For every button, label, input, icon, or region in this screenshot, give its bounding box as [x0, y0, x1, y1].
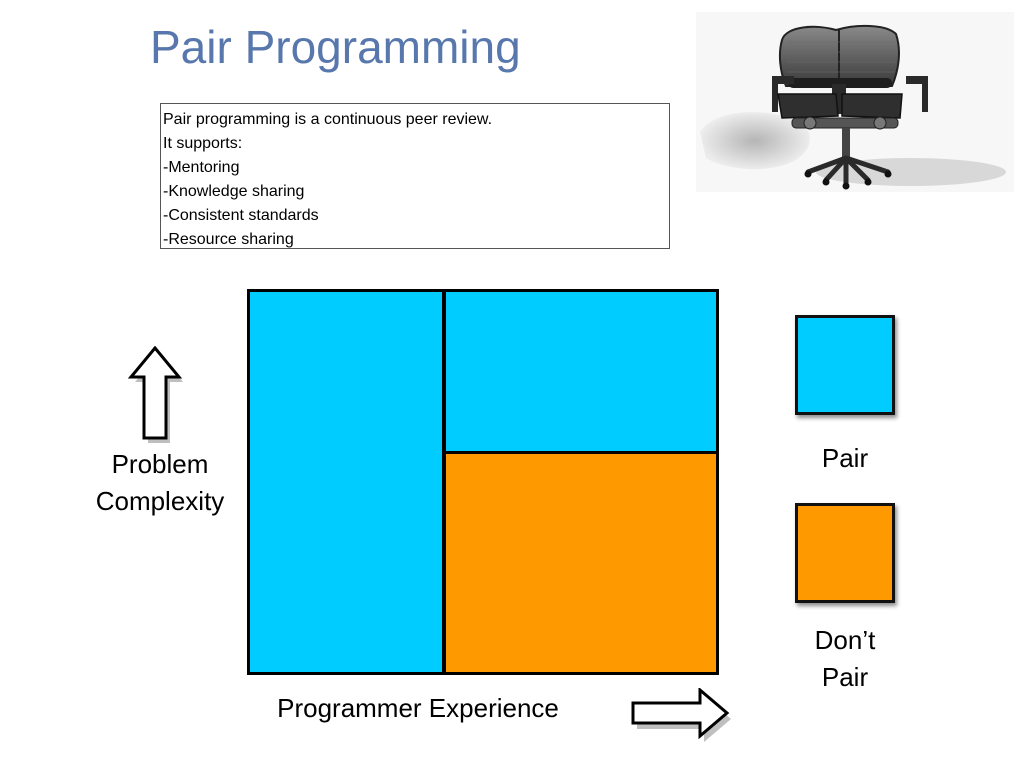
notes-line: -Mentoring: [163, 159, 240, 176]
notes-box: Pair programming is a continuous peer re…: [160, 103, 670, 249]
legend-label-pair: Pair: [821, 443, 869, 473]
legend-label-line: Don’t: [814, 625, 876, 655]
y-axis-label-line: Problem: [111, 449, 209, 479]
region-high-experience-low-complexity-dont-pair: [446, 454, 716, 672]
arrow-up-icon: [127, 346, 183, 443]
decision-quadrant: [247, 289, 719, 675]
notes-line: Pair programming is a continuous peer re…: [163, 111, 493, 128]
legend-label-line: Pair: [821, 662, 869, 692]
notes-line: -Consistent standards: [163, 207, 319, 224]
legend-swatch-dont-pair: [795, 503, 895, 603]
x-axis-label: Programmer Experience: [277, 693, 559, 723]
office-chairs-image: [696, 12, 1014, 192]
y-axis-label: Problem Complexity: [70, 446, 250, 520]
slide-title: Pair Programming: [150, 21, 521, 73]
arrow-right-icon: [631, 688, 731, 742]
notes-line: -Resource sharing: [163, 231, 294, 248]
region-low-experience-pair: [250, 292, 442, 672]
notes-line: It supports:: [163, 135, 243, 152]
notes-line: -Knowledge sharing: [163, 183, 305, 200]
region-high-experience-high-complexity-pair: [446, 292, 716, 451]
legend-label-dont-pair: Don’t Pair: [780, 622, 910, 696]
y-axis-label-line: Complexity: [95, 486, 225, 516]
legend-swatch-pair: [795, 315, 895, 415]
